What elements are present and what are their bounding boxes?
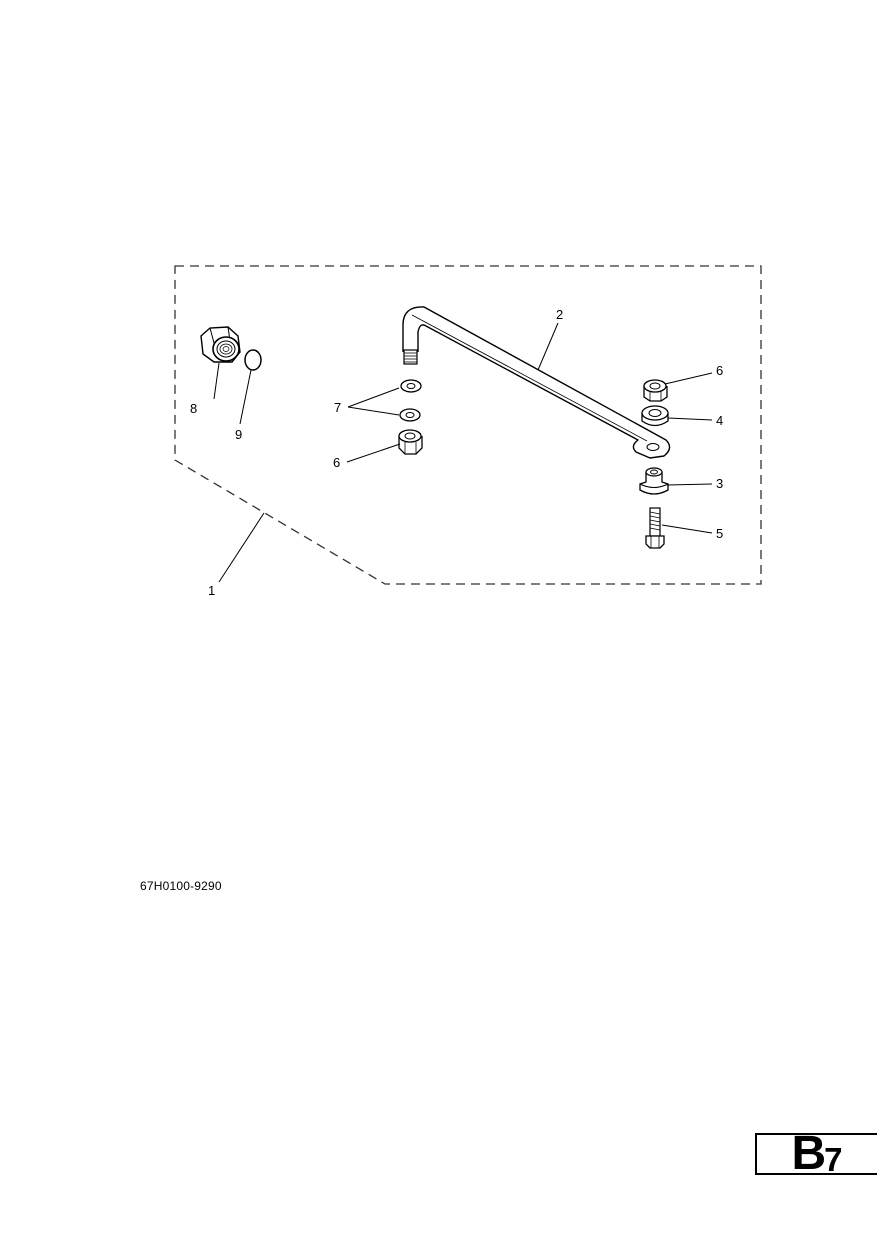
kit-boundary — [174, 265, 762, 585]
callout-6-left: 6 — [333, 455, 340, 470]
callout-4: 4 — [716, 413, 723, 428]
part-3-collar — [639, 467, 669, 495]
callout-8: 8 — [190, 401, 197, 416]
page-number: 7 — [824, 1140, 843, 1178]
part-4-bushing — [641, 405, 669, 427]
part-2-steering-rod — [402, 306, 671, 459]
callout-6-right: 6 — [716, 363, 723, 378]
part-7-washers — [399, 379, 422, 422]
part-6-nut-left — [398, 429, 423, 455]
callout-1: 1 — [208, 583, 215, 598]
callout-2: 2 — [556, 307, 563, 322]
leader-lines — [213, 322, 713, 583]
page-index-box: B 7 — [755, 1127, 877, 1180]
callout-9: 9 — [235, 427, 242, 442]
part-5-bolt — [645, 507, 665, 549]
part-8-fitting — [200, 326, 241, 363]
callout-5: 5 — [716, 526, 723, 541]
page-letter: B — [791, 1127, 826, 1180]
part-9-o-ring — [244, 349, 262, 371]
part-6-nut-right — [643, 379, 668, 402]
drawing-code: 67H0100-9290 — [140, 879, 222, 893]
callout-7: 7 — [334, 400, 341, 415]
callout-3: 3 — [716, 476, 723, 491]
